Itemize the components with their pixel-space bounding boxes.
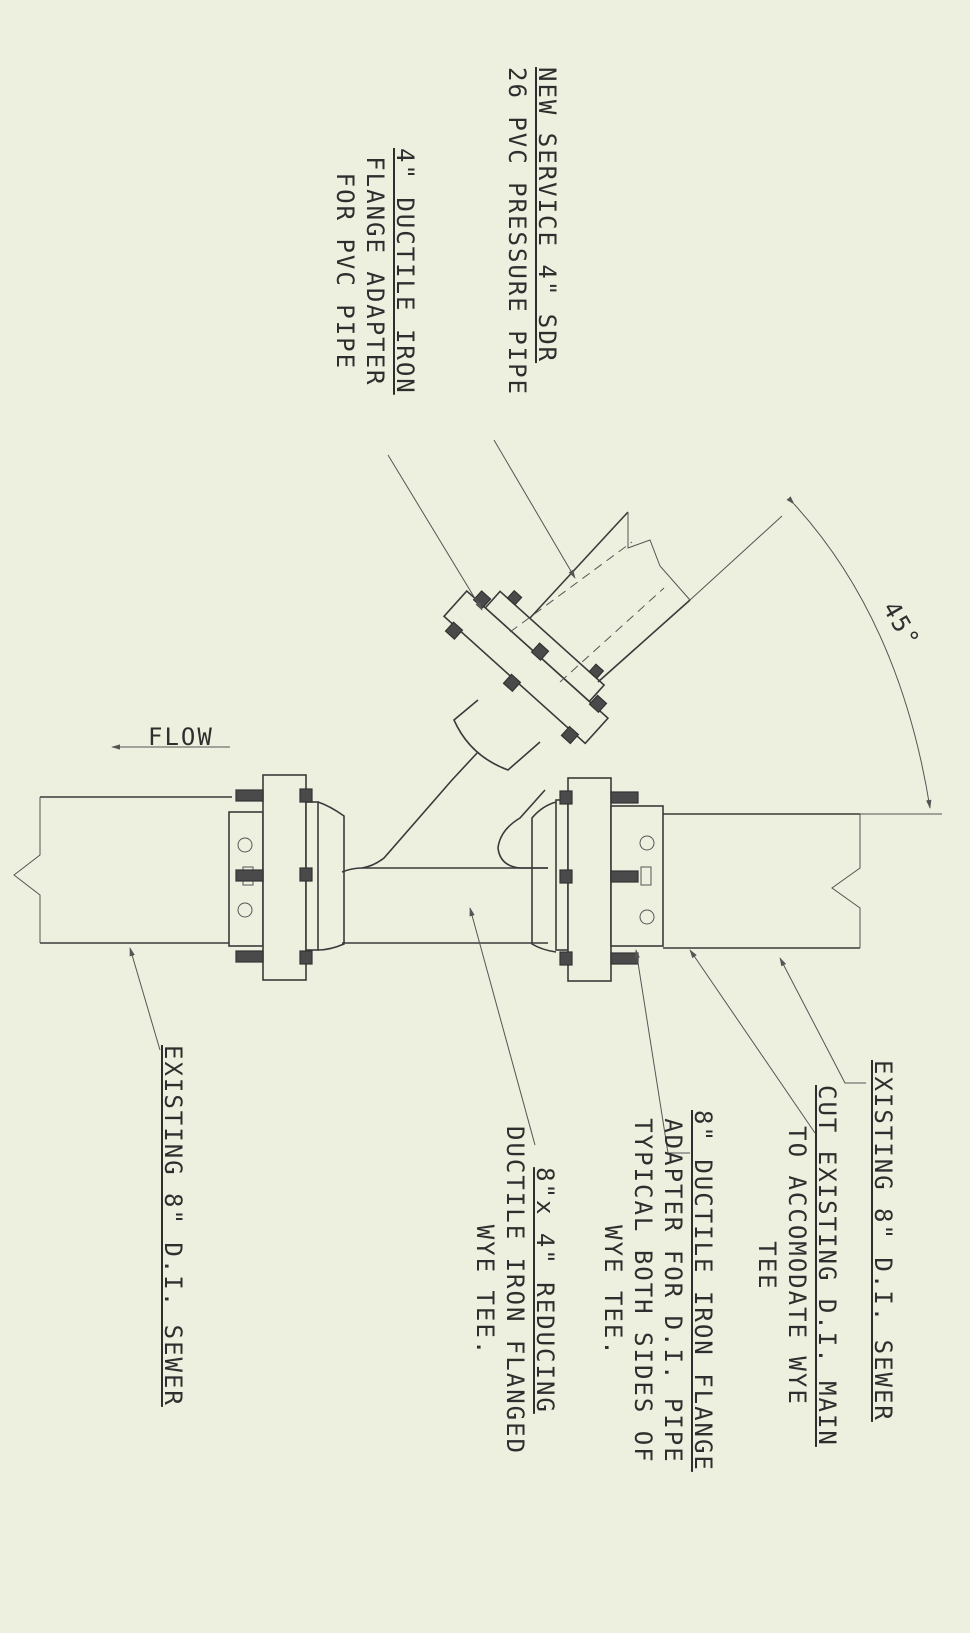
label-existing-sewer-bottom: EXISTING 8" D.I. SEWER <box>159 1045 187 1407</box>
reducing-wye-tee-body <box>341 751 548 944</box>
existing-sewer-pipe-left <box>13 796 232 944</box>
label-flow: FLOW <box>148 723 214 751</box>
leader-lines <box>129 439 866 1154</box>
angle-dimension-45 <box>786 496 932 809</box>
label-existing-sewer-top: EXISTING 8" D.I. SEWER <box>869 1060 897 1422</box>
label-cut-existing-main: CUT EXISTING D.I. MAIN TO ACCOMODATE WYE… <box>753 1085 841 1447</box>
existing-sewer-pipe-right <box>663 813 942 949</box>
label-8in-flange-adapter: 8" DUCTILE IRON FLANGE ADAPTER FOR D.I. … <box>599 1110 717 1472</box>
flange-adapter-branch <box>442 589 610 771</box>
new-service-pvc-pipe <box>509 511 783 683</box>
label-new-service: NEW SERVICE 4" SDR 26 PVC PRESSURE PIPE <box>503 67 561 396</box>
label-4in-flange-adapter: 4" DUCTILE IRON FLANGE ADAPTER FOR PVC P… <box>331 148 419 395</box>
flange-adapter-left <box>228 774 345 981</box>
label-reducing-wye-tee: 8"x 4" REDUCING DUCTILE IRON FLANGED WYE… <box>471 1126 559 1455</box>
flange-adapter-right <box>531 777 664 982</box>
